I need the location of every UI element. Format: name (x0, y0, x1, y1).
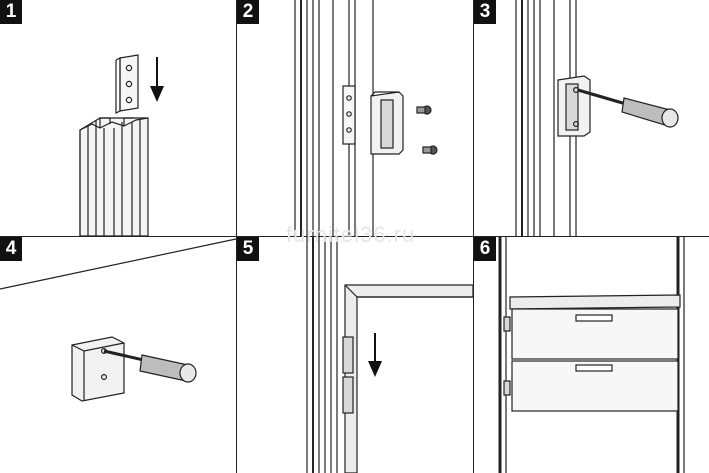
down-arrow-icon (150, 57, 164, 102)
panel-1-drawing (79, 54, 164, 236)
panel-6: 6 (474, 237, 709, 473)
panel-5-drawing (306, 237, 473, 473)
panel-4-drawing (0, 238, 236, 402)
panel-6-drawing (498, 237, 685, 473)
panel-2-drawing (294, 0, 438, 236)
step-number-badge: 6 (474, 237, 496, 261)
panel-3-drawing (515, 0, 679, 236)
panel-2: 2 (237, 0, 473, 236)
panel-3: 3 (474, 0, 709, 236)
watermark: furnitel36.ru (286, 222, 416, 247)
step-number-badge: 2 (237, 0, 259, 24)
grid-divider (0, 236, 709, 237)
down-arrow-icon (368, 333, 382, 377)
panel-4: 4 (0, 237, 236, 473)
panel-1: 1 (0, 0, 236, 236)
step-number-badge: 1 (0, 0, 22, 24)
step-number-badge: 5 (237, 237, 259, 261)
step-number-badge: 4 (0, 237, 22, 261)
step-number-badge: 3 (474, 0, 496, 24)
panel-5: 5 (237, 237, 473, 473)
